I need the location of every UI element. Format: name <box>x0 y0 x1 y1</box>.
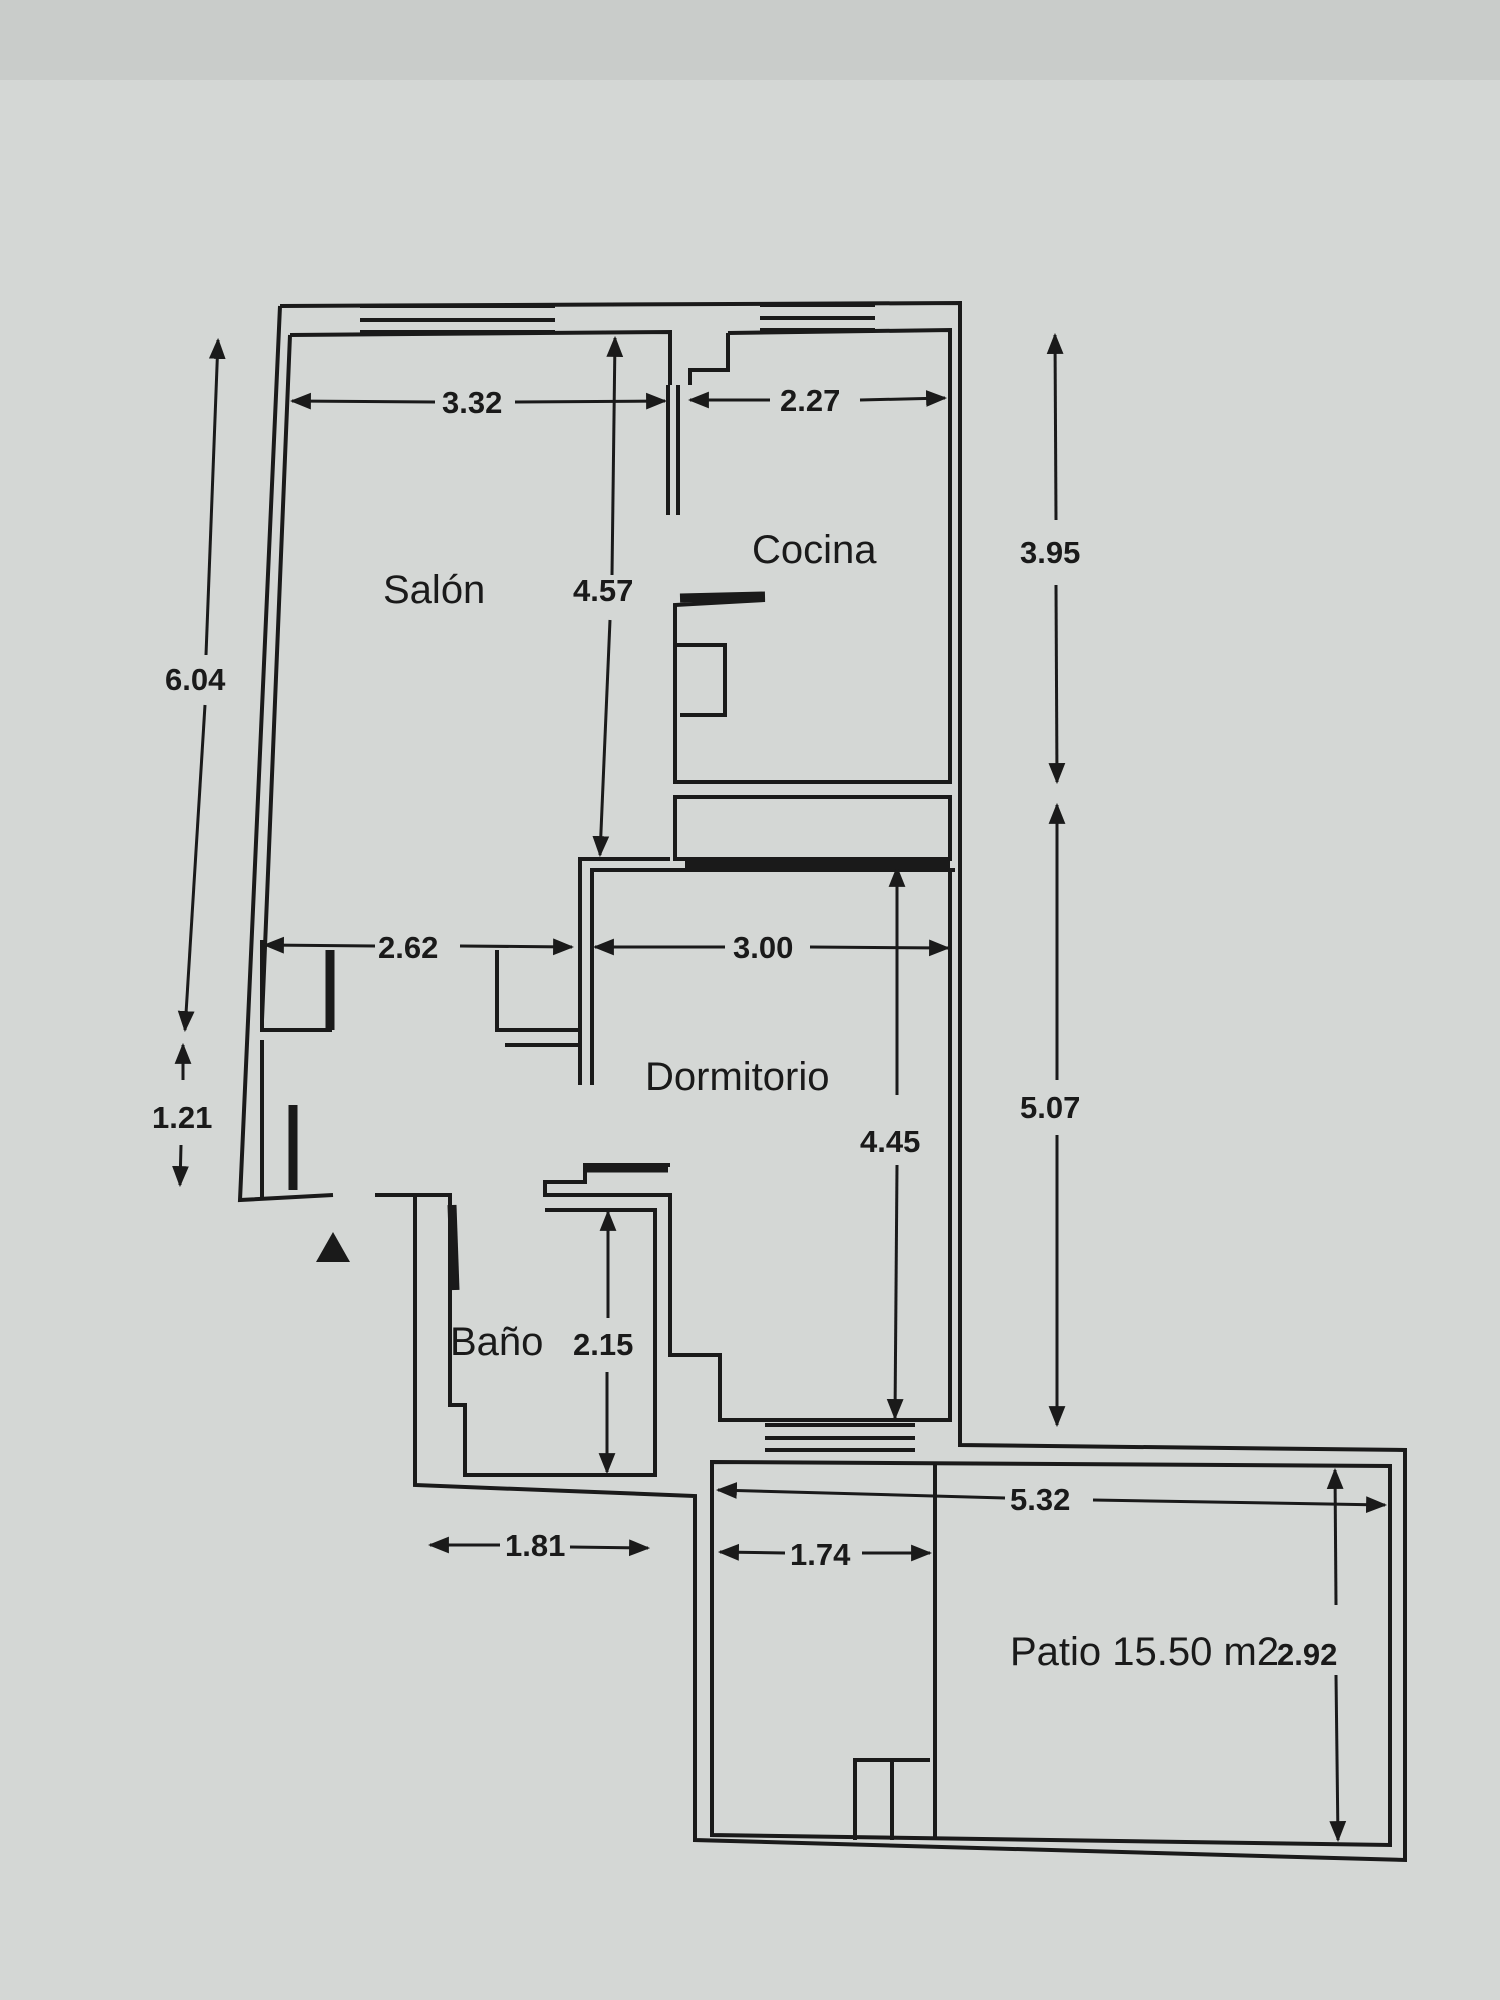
cocina-counter <box>673 605 727 717</box>
dim-dormitorio-width: 3.00 <box>733 930 793 965</box>
dim-entry-width-line-2 <box>459 938 575 956</box>
room-label-bano: Baño <box>450 1320 543 1364</box>
dim-patio-small-line <box>717 1543 786 1561</box>
dim-left-lower-line-2 <box>172 1144 189 1188</box>
windows <box>360 303 915 1452</box>
dim-dormitorio-width-line-2 <box>809 939 951 957</box>
dim-salon-height-line <box>606 335 624 576</box>
salon-window <box>360 304 555 334</box>
dim-patio-small-width: 1.74 <box>790 1537 851 1572</box>
dim-dormitorio-height: 4.45 <box>860 1124 920 1159</box>
dim-salon-width-line <box>289 392 436 410</box>
dim-left-lower: 1.21 <box>152 1100 212 1135</box>
dim-left-total: 6.04 <box>165 662 226 697</box>
room-labels: Salón Cocina Dormitorio Baño Patio 15.50… <box>383 528 1279 1674</box>
dim-left-total-line <box>204 337 226 656</box>
dim-patio-height-line-2 <box>1329 1674 1347 1843</box>
dim-salon-width-line-2 <box>514 392 668 410</box>
salon-dormitorio-wall <box>578 857 955 1085</box>
paper-sheet <box>0 80 1500 2000</box>
dim-bano-height: 2.15 <box>573 1327 633 1362</box>
dim-entry-width: 2.62 <box>378 930 438 965</box>
entrance-triangle-icon <box>316 1232 350 1262</box>
dim-left-total-line-2 <box>177 704 207 1033</box>
cocina-window <box>760 303 875 332</box>
dim-right-lower: 5.07 <box>1020 1090 1080 1125</box>
dim-bano-width: 1.81 <box>505 1528 565 1563</box>
patio-inner-wall <box>710 1459 1392 1848</box>
room-label-salon: Salón <box>383 568 485 612</box>
dim-dormitorio-height-line-2 <box>886 1164 904 1421</box>
dormitorio-window <box>765 1423 915 1452</box>
outer-wall <box>237 300 1407 1863</box>
door-leaves <box>288 591 950 1291</box>
dimension-lines <box>172 332 1388 1843</box>
entry-closet-right <box>495 950 582 1047</box>
dim-salon-height: 4.57 <box>573 573 633 608</box>
dim-patio-height: 2.92 <box>1277 1637 1337 1672</box>
dim-bano-width-line-2 <box>569 1539 651 1557</box>
dim-patio-width-line <box>715 1482 1006 1500</box>
dim-cocina-height-line <box>1046 332 1064 521</box>
dim-salon-height-line-2 <box>592 619 612 858</box>
dim-patio-height-line <box>1326 1467 1344 1606</box>
patio-utility-box <box>853 1758 930 1840</box>
dim-patio-width: 5.32 <box>1010 1482 1070 1517</box>
room-label-patio: Patio 15.50 m2 <box>1010 1630 1279 1674</box>
cocina-wall <box>673 327 952 784</box>
cocina-door-leaf <box>679 591 766 603</box>
cocina-partition <box>666 333 730 515</box>
dim-cocina-width-line-2 <box>859 390 948 407</box>
bano-door-leaf <box>447 1204 460 1291</box>
storage-strip <box>673 795 952 861</box>
dimension-labels: 3.32 2.27 4.57 6.04 3.95 2.62 3.00 1.21 … <box>152 383 1337 1672</box>
dim-cocina-width: 2.27 <box>780 383 840 418</box>
room-label-dormitorio: Dormitorio <box>645 1055 829 1099</box>
room-label-cocina: Cocina <box>752 528 877 572</box>
dim-cocina-height-line-2 <box>1048 584 1066 785</box>
dim-entry-width-line <box>262 936 376 954</box>
dim-cocina-height: 3.95 <box>1020 535 1080 570</box>
dim-salon-width: 3.32 <box>442 385 502 420</box>
dormitorio-right-wall <box>543 870 952 1422</box>
